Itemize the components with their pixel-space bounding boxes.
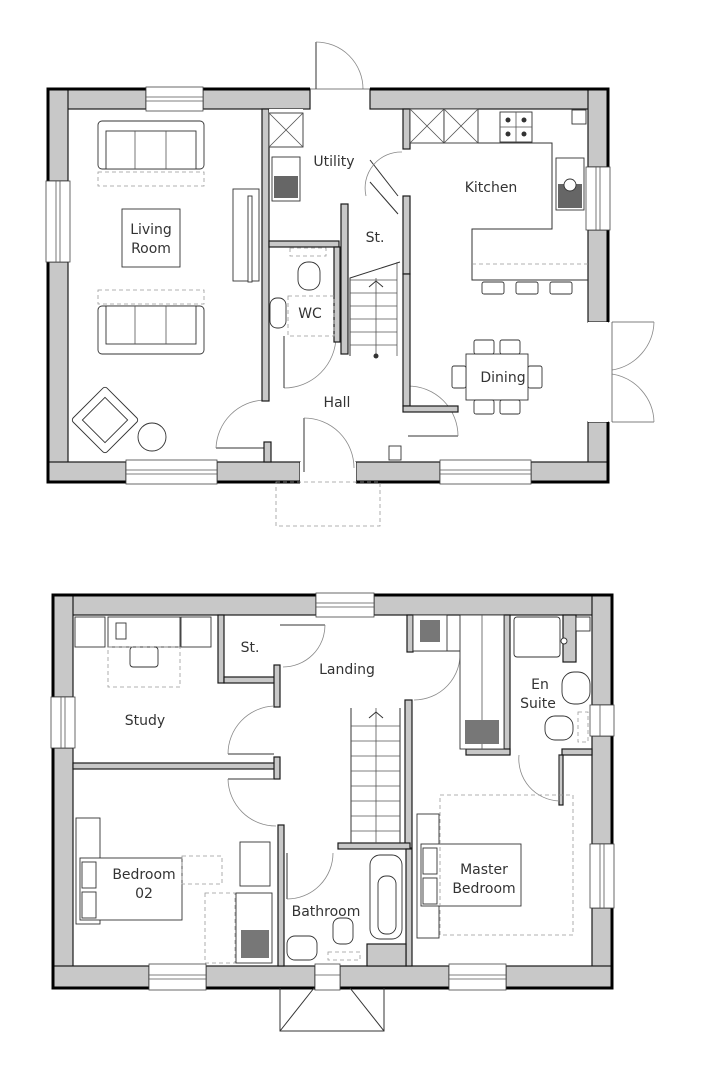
room-label-living-room-line2: Room (131, 241, 171, 257)
room-label-living-room-line1: Living (130, 222, 172, 238)
first-floor-stairs (350, 708, 401, 843)
ground-floor-doors (215, 41, 655, 527)
ground-floor-furniture (71, 108, 588, 461)
ground-floor-labels: Living Room Utility Kitchen St. WC Hall … (130, 154, 525, 411)
first-floor-outer-walls (51, 593, 614, 990)
room-label-study: Study (125, 713, 165, 729)
first-floor-internal-walls (72, 614, 593, 967)
first-floor-furniture (74, 614, 591, 964)
first-floor-labels: St. Landing Study En Suite Bedroom 02 Ba… (112, 640, 556, 920)
room-label-kitchen: Kitchen (465, 180, 518, 196)
room-label-en-suite-line1: En (531, 677, 549, 693)
room-label-bedroom-02-line2: 02 (135, 886, 153, 902)
ground-floor-internal-walls (261, 108, 459, 463)
room-label-wc: WC (298, 306, 322, 322)
room-label-store-ground: St. (366, 230, 385, 246)
room-label-master-bedroom-line2: Bedroom (452, 881, 515, 897)
first-floor-windows (50, 592, 615, 1032)
room-label-utility: Utility (313, 154, 354, 170)
room-label-dining: Dining (480, 370, 525, 386)
ground-floor-outer-walls (46, 87, 610, 484)
first-floor-plan: St. Landing Study En Suite Bedroom 02 Ba… (50, 592, 615, 1032)
room-label-bedroom-02-line1: Bedroom (112, 867, 175, 883)
ground-floor-stairs (349, 261, 401, 359)
room-label-bathroom: Bathroom (292, 904, 361, 920)
ground-floor-plan: Living Room Utility Kitchen St. WC Hall … (45, 41, 655, 527)
room-label-store-first: St. (241, 640, 260, 656)
room-label-en-suite-line2: Suite (520, 696, 556, 712)
room-label-hall: Hall (324, 395, 351, 411)
ground-floor-windows (45, 86, 611, 485)
room-label-master-bedroom-line1: Master (460, 862, 508, 878)
room-label-landing: Landing (319, 662, 375, 678)
